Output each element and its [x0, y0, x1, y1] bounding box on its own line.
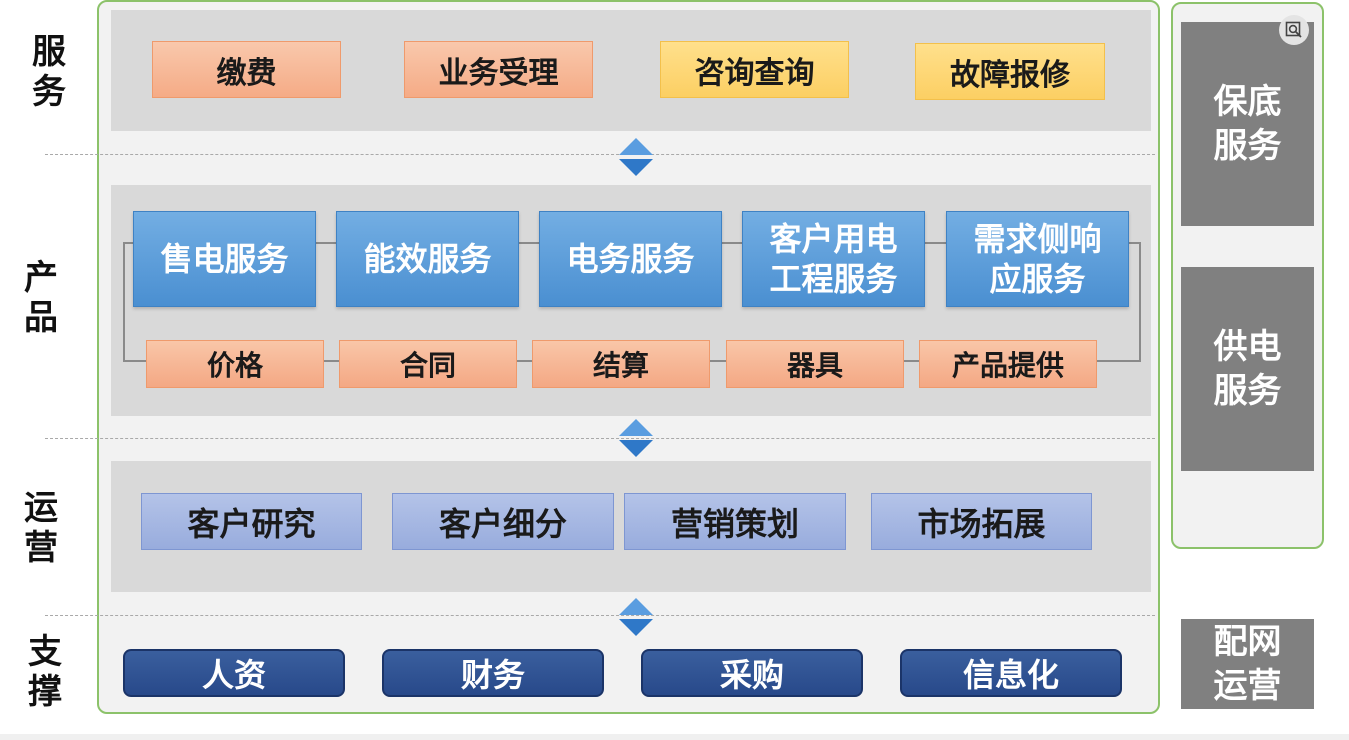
bottom-strip: [0, 734, 1349, 740]
product-service-item: 电务服务: [539, 211, 722, 307]
service-item: 缴费: [152, 41, 341, 98]
operations-item: 客户研究: [141, 493, 362, 550]
product-service-item: 客户用电 工程服务: [742, 211, 925, 307]
basic-service-panel: 保底 服务: [1181, 22, 1314, 226]
support-item: 采购: [641, 649, 863, 697]
zoom-button[interactable]: [1279, 15, 1309, 45]
operations-item: 客户细分: [392, 493, 614, 550]
separator-line: [45, 154, 1155, 155]
support-item: 财务: [382, 649, 604, 697]
label-product: 产 品: [24, 258, 58, 338]
service-item: 咨询查询: [660, 41, 849, 98]
operations-item: 营销策划: [624, 493, 846, 550]
product-element-item: 结算: [532, 340, 710, 388]
diamond-arrow-icon: [619, 598, 653, 636]
support-item: 人资: [123, 649, 345, 697]
product-service-item: 需求侧响 应服务: [946, 211, 1129, 307]
diamond-arrow-icon: [619, 138, 653, 176]
separator-line: [45, 438, 1155, 439]
support-item: 信息化: [900, 649, 1122, 697]
product-service-item: 售电服务: [133, 211, 316, 307]
label-operations: 运 营: [24, 488, 58, 568]
operations-item: 市场拓展: [871, 493, 1092, 550]
label-support: 支 撑: [28, 632, 62, 712]
separator-line: [45, 615, 1155, 616]
product-element-item: 器具: [726, 340, 904, 388]
product-element-item: 产品提供: [919, 340, 1097, 388]
product-element-item: 价格: [146, 340, 324, 388]
grid-operations-panel: 配网 运营: [1181, 619, 1314, 709]
product-element-item: 合同: [339, 340, 517, 388]
power-supply-panel: 供电 服务: [1181, 267, 1314, 471]
product-service-item: 能效服务: [336, 211, 519, 307]
label-service: 服 务: [32, 32, 66, 112]
service-item: 故障报修: [915, 43, 1105, 100]
service-item: 业务受理: [404, 41, 593, 98]
magnify-icon: [1285, 21, 1302, 38]
diamond-arrow-icon: [619, 419, 653, 457]
